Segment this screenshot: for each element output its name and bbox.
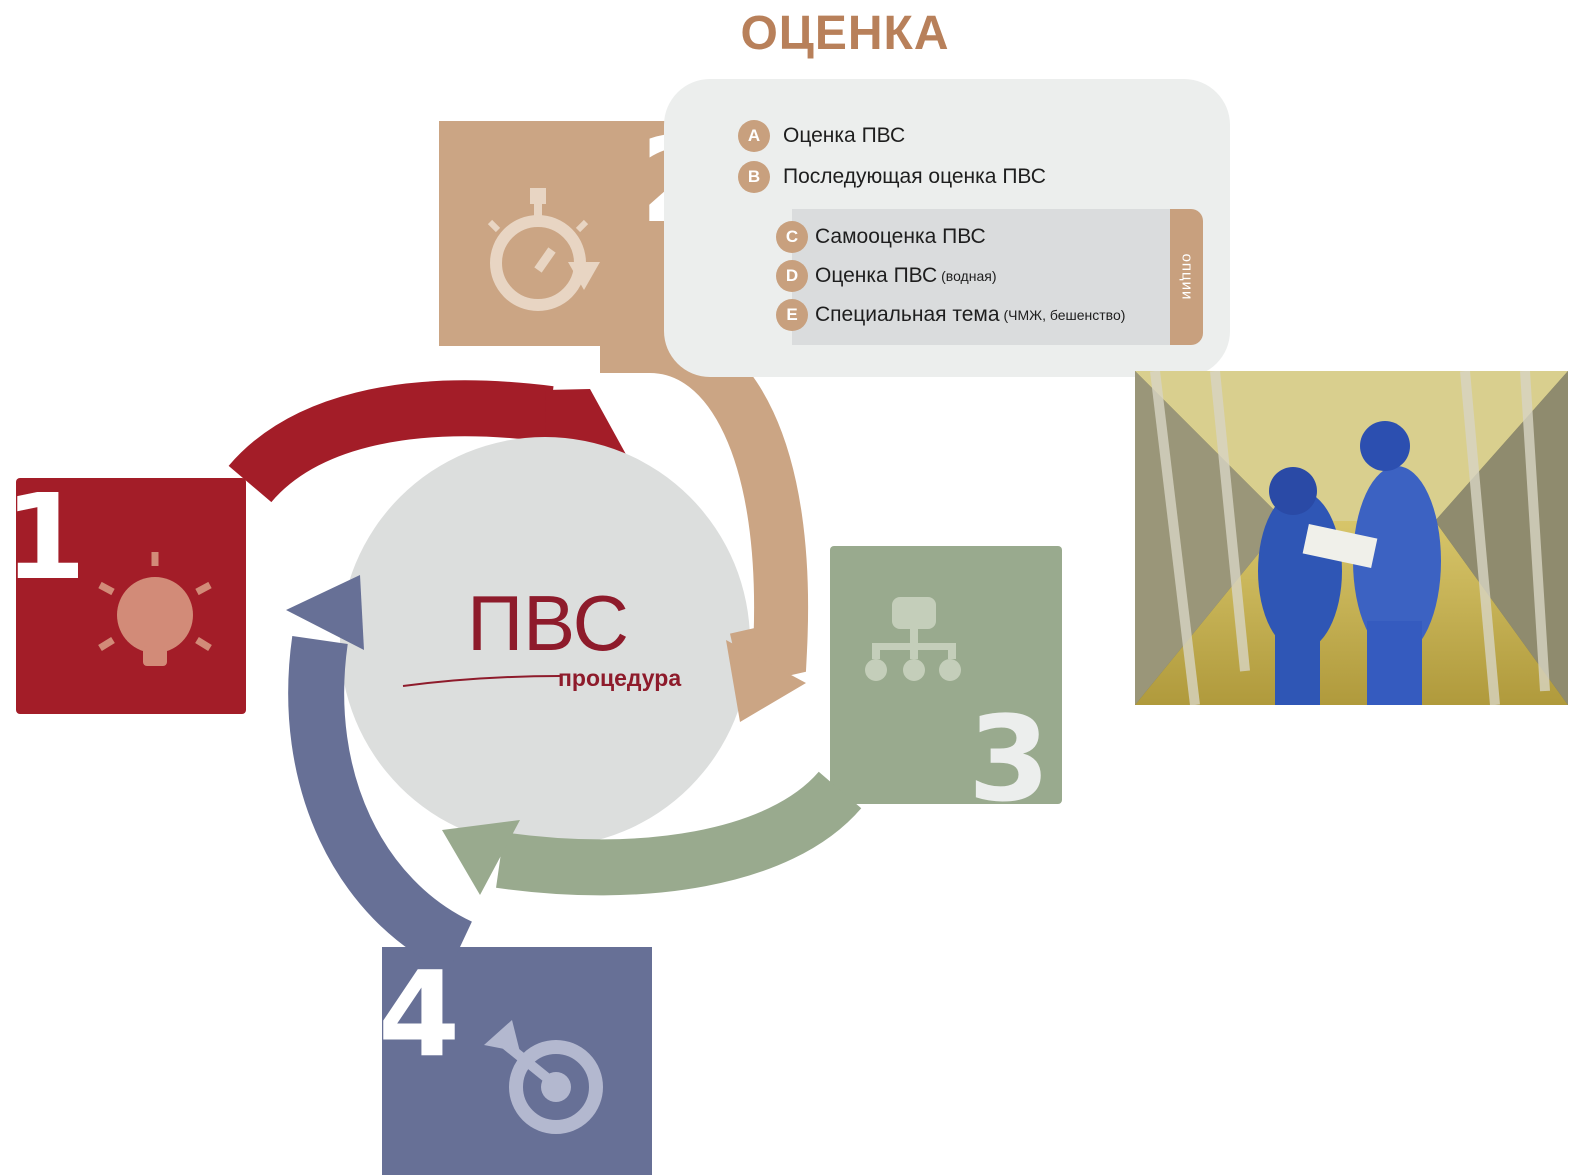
- lightbulb-icon: [98, 552, 212, 666]
- option-d: D Оценка ПВС (водная): [776, 260, 997, 292]
- option-label: Последующая оценка ПВС: [783, 165, 1046, 188]
- option-badge: B: [738, 161, 770, 193]
- option-c: C Самооценка ПВС: [776, 221, 986, 253]
- center-title: ПВС: [467, 579, 629, 667]
- target-icon: [484, 1020, 603, 1134]
- option-label: Специальная тема: [815, 303, 1000, 326]
- optional-tab: опции: [1170, 209, 1203, 345]
- option-note: (ЧМЖ, бешенство): [1003, 307, 1126, 323]
- optional-tab-label: опции: [1178, 253, 1195, 301]
- barn-inspection-photo: [1135, 371, 1568, 705]
- hierarchy-icon: [865, 597, 961, 681]
- option-a: A Оценка ПВС: [738, 120, 905, 152]
- section-title: ОЦЕНКА: [740, 7, 950, 60]
- option-label: Оценка ПВС: [815, 264, 938, 287]
- option-b: B Последующая оценка ПВС: [738, 161, 1046, 193]
- step-4-number: 4: [378, 945, 461, 1083]
- optional-options-box: [792, 209, 1172, 345]
- center-subtitle: процедура: [558, 665, 682, 691]
- option-label: Оценка ПВС: [783, 124, 906, 147]
- step-3-number: 3: [968, 690, 1051, 828]
- option-badge: A: [738, 120, 770, 152]
- option-badge: E: [776, 299, 808, 331]
- center-circle: [340, 437, 750, 847]
- center-underline: [402, 675, 561, 687]
- option-e: E Специальная тема (ЧМЖ, бешенство): [776, 299, 1125, 331]
- option-badge: D: [776, 260, 808, 292]
- option-note: (водная): [941, 268, 997, 284]
- stopwatch-icon: [487, 188, 600, 311]
- step-1-number: 1: [4, 468, 87, 606]
- option-badge: C: [776, 221, 808, 253]
- option-label: Самооценка ПВС: [815, 225, 986, 248]
